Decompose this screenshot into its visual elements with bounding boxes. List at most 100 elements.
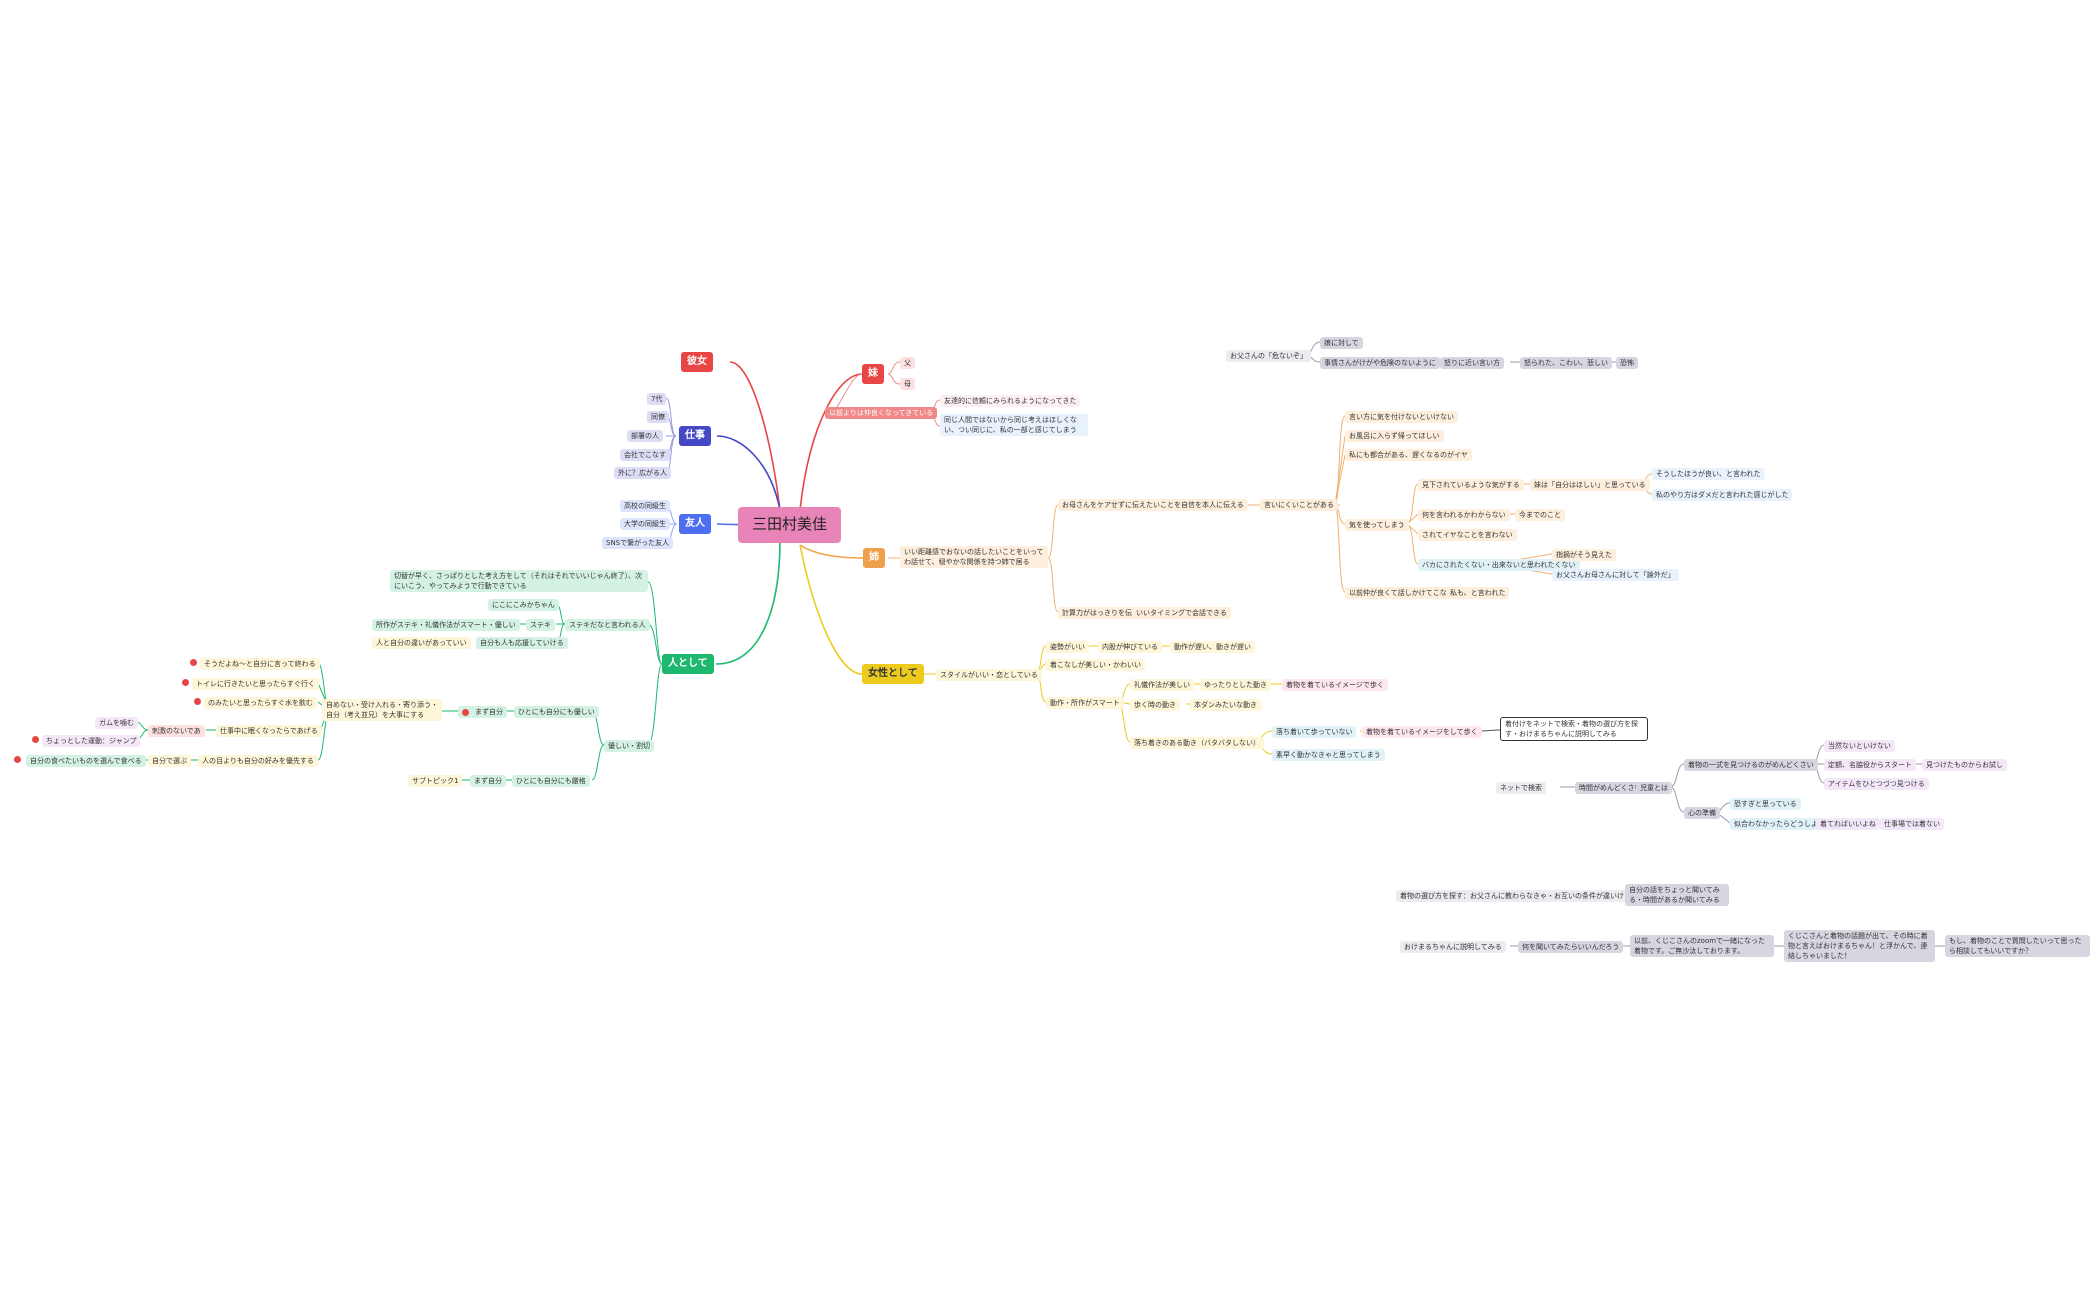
hito-node[interactable]: 人と自分の違いがあっていい — [372, 637, 471, 649]
josei-node[interactable]: 姿勢がいい — [1046, 641, 1089, 653]
ane-intro[interactable]: いい距離感でおないの話したいことをいってわ話せて、穏やかな関係を持つ姉で居る — [900, 546, 1048, 568]
ane-node[interactable]: バカにされたくない・出来ないと思われたくない — [1418, 559, 1580, 571]
float-node[interactable]: 似合わなかったらどうしよう — [1730, 818, 1829, 830]
float-node[interactable]: 怒られた、こわい、悲しい — [1520, 357, 1612, 369]
ane-node[interactable]: 私のやり方はダメだと言われた感じがした — [1652, 489, 1793, 501]
josei-node[interactable]: 礼儀作法が美しい — [1130, 679, 1194, 691]
ane-node[interactable]: 気を使ってしまう — [1345, 519, 1409, 531]
float-node[interactable]: 以前、くじこさんのzoomで一緒になった着物です。ご無沙汰しております。 — [1630, 935, 1774, 957]
josei-node[interactable]: 落ち着きのある動き（バタバタしない） — [1130, 737, 1264, 749]
float-node[interactable]: 恐怖 — [1616, 357, 1638, 369]
root-topic[interactable]: 三田村美佳 — [738, 507, 842, 543]
float-node[interactable]: 何を聞いてみたらいいんだろう — [1518, 941, 1624, 953]
float-node[interactable]: 着物の一式を見つけるのがめんどくさい — [1684, 759, 1818, 771]
imouto-relation[interactable]: 以前よりは仲良くなってきている — [825, 407, 938, 419]
josei-node[interactable]: 落ち着いて歩っていない — [1272, 726, 1357, 738]
ane-node[interactable]: 言いにくいことがある — [1260, 499, 1338, 511]
ane-node[interactable]: 計算力がはっきりを伝える — [1058, 607, 1150, 619]
ane-node[interactable]: 妹は「自分はほしい」と思っている — [1530, 479, 1650, 491]
shigoto-item[interactable]: 会社でこなす — [620, 449, 670, 461]
ane-node[interactable]: お父さんお母さんに対して「論外だ」 — [1552, 569, 1679, 581]
hito-red-item[interactable]: トイレに行きたいと思ったらすぐ行く — [192, 678, 319, 690]
hito-red-item[interactable]: のみたいと思ったらすぐ水を飲む — [204, 697, 317, 709]
float-node[interactable]: ネットで検索 — [1496, 782, 1546, 794]
hito-node[interactable]: ひとにも自分にも厳格 — [512, 775, 590, 787]
float-node[interactable]: 時間がめんどくさい — [1575, 782, 1646, 794]
shigoto-item[interactable]: 部署の人 — [627, 430, 663, 442]
float-node[interactable]: 自分の話をちょっと聞いてみる・時間があるか聞いてみる — [1625, 884, 1729, 906]
hito-node[interactable]: ガムを噛む — [95, 717, 138, 729]
hito-node[interactable]: 刺激のないであ — [148, 725, 205, 737]
ane-item[interactable]: 言い方に気を付けないといけない — [1345, 411, 1458, 423]
josei-node[interactable]: 着物を着ているイメージで歩く — [1282, 679, 1388, 691]
hito-node[interactable]: 自分の食べたいものを選んで食べる — [26, 755, 146, 767]
branch-yujin[interactable]: 友人 — [679, 514, 711, 534]
float-node[interactable]: もし、着物のことで質問したいって思ったら相談してもいいですか？ — [1945, 935, 2090, 957]
ane-node[interactable]: 何を言われるかわからない — [1418, 509, 1510, 521]
ane-node[interactable]: そうしたほうが良い、と言われた — [1652, 468, 1765, 480]
josei-node[interactable]: 着こなしが美しい・かわいい — [1046, 659, 1145, 671]
imouto-item[interactable]: 父 — [900, 357, 915, 369]
josei-node[interactable]: 着物を着ているイメージをして歩く — [1362, 726, 1482, 738]
float-node[interactable]: 着物の選び方を探す：お父さんに教わらなきゃ・お互いの条件が違いけど… — [1396, 890, 1642, 902]
hito-node[interactable]: 自分で選ぶ — [148, 755, 191, 767]
hito-red-item[interactable]: そうだよね〜と自分に言って終わる — [200, 658, 320, 670]
hito-node[interactable]: 自めない・受け入れる・寄り添う・自分（考え並兄）を大事にする — [322, 699, 442, 721]
branch-kanojo[interactable]: 彼女 — [681, 352, 713, 372]
hito-node[interactable]: 所作がステキ・礼儀作法がスマート・優しい — [372, 619, 520, 631]
shigoto-item[interactable]: 7代 — [647, 393, 667, 405]
josei-node[interactable]: 歩く時の動き — [1130, 699, 1180, 711]
hito-node[interactable]: ちょっとした運動：ジャンプ — [42, 735, 141, 747]
float-node[interactable]: 心の準備 — [1684, 807, 1720, 819]
yujin-item[interactable]: 高校の同級生 — [620, 500, 670, 512]
ane-node[interactable]: 指摘がそう見えた — [1552, 549, 1616, 561]
josei-node[interactable]: 動作が遅い、動きが遅い — [1170, 641, 1255, 653]
josei-callout[interactable]: 着付けをネットで検索・着物の選び方を探す・おけまるちゃんに説明してみる — [1500, 717, 1648, 741]
josei-node[interactable]: 内股が伸びている — [1098, 641, 1162, 653]
hito-node[interactable]: ひとにも自分にも優しい — [514, 706, 599, 718]
branch-imouto[interactable]: 妹 — [862, 364, 884, 384]
yujin-item[interactable]: SNSで繋がった友人 — [602, 537, 674, 549]
float-node[interactable]: 事情さんがけがや危険のないように — [1320, 357, 1440, 369]
josei-node[interactable]: スタイルがいい・恋としている — [936, 669, 1042, 681]
branch-hitotoshite[interactable]: 人として — [662, 654, 714, 674]
float-node[interactable]: 見つけたものからお試し — [1922, 759, 2007, 771]
shigoto-item[interactable]: 同僚 — [647, 411, 669, 423]
josei-node[interactable]: 本ダンみたいな動き — [1190, 699, 1261, 711]
float-node[interactable]: 定額、名脇役からスタート — [1824, 759, 1916, 771]
branch-joseitoshite[interactable]: 女性として — [862, 664, 924, 684]
float-node[interactable]: お父さんの「危ないぞ」 — [1226, 350, 1311, 362]
float-node[interactable]: 当然ないといけない — [1824, 740, 1895, 752]
hito-node[interactable]: 仕事中に眠くなったらであげる — [216, 725, 322, 737]
hito-node[interactable]: まず自分 — [470, 775, 506, 787]
hito-node[interactable]: 人の目よりも自分の好みを優先する — [198, 755, 318, 767]
ane-node[interactable]: 今までのこと — [1515, 509, 1565, 521]
josei-node[interactable]: 動作・所作がスマート — [1046, 697, 1124, 709]
hito-node[interactable]: ステキだなと言われる人 — [565, 619, 650, 631]
ane-item[interactable]: 私にも都合がある、遅くなるのがイヤ — [1345, 449, 1472, 461]
josei-node[interactable]: 素早く動かなきゃと思ってしまう — [1272, 749, 1385, 761]
float-node[interactable]: 恐すぎと思っている — [1730, 798, 1801, 810]
imouto-item[interactable]: 母 — [900, 378, 915, 390]
hito-node[interactable]: 優しい・割切 — [604, 740, 654, 752]
float-node[interactable]: 児童とは — [1636, 782, 1672, 794]
hito-node[interactable]: にこにこみかちゃん — [488, 599, 559, 611]
ane-node[interactable]: お母さんをケアせずに伝えたいことを自信を本人に伝える — [1058, 499, 1248, 511]
float-node[interactable]: アイテムをひとつづつ見つける — [1824, 778, 1929, 790]
float-node[interactable]: 怒りに近い言い方 — [1440, 357, 1504, 369]
yujin-item[interactable]: 大学の同級生 — [620, 518, 670, 530]
ane-node[interactable]: されてイヤなことを言わない — [1418, 529, 1517, 541]
ane-node[interactable]: 見下されているような気がする — [1418, 479, 1524, 491]
hito-node[interactable]: まず自分 — [458, 706, 507, 718]
imouto-relation-child[interactable]: 友達的に信頼にみられるようになってきた — [940, 395, 1081, 407]
shigoto-item[interactable]: 外に？広がる人 — [614, 467, 671, 479]
float-node[interactable]: 着てればいいよね — [1816, 818, 1880, 830]
float-node[interactable]: おけまるちゃんに説明してみる — [1400, 941, 1506, 953]
josei-node[interactable]: ゆったりとした動き — [1200, 679, 1271, 691]
ane-node[interactable]: いいタイミングで会話できる — [1132, 607, 1231, 619]
hito-node[interactable]: ステキ — [526, 619, 555, 631]
float-node[interactable]: 娘に対して — [1320, 337, 1363, 349]
ane-item[interactable]: お風呂に入らず帰ってほしい — [1345, 430, 1444, 442]
hito-node[interactable]: 自分も人も応援していける — [476, 637, 568, 649]
branch-ane[interactable]: 姉 — [863, 548, 885, 568]
